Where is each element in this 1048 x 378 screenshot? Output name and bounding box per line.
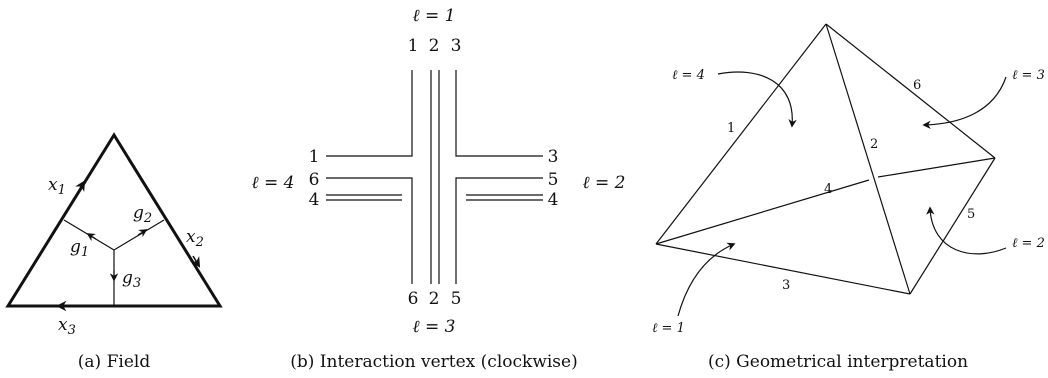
edge-3: [655, 243, 911, 295]
arrow-ell-3: [922, 76, 1007, 130]
panel-field: x1 x2 x3 g1 g2 g3 (a) Field: [5, 132, 223, 372]
panel-vertex: ℓ = 1 ℓ = 3 ℓ = 4 ℓ = 2 1 2 3 6 2 5 1 6 …: [252, 6, 626, 372]
label-x1: x1: [48, 175, 66, 198]
ell-bottom: ℓ = 3: [413, 317, 456, 337]
caption-b: (b) Interaction vertex (clockwise): [290, 352, 577, 372]
arrow-ell-4: [717, 71, 797, 128]
left-label-4: 4: [309, 190, 320, 210]
right-label-3: 3: [548, 147, 559, 167]
left-label-1: 1: [309, 147, 320, 167]
ell-top: ℓ = 1: [413, 6, 456, 26]
edge-4b: [877, 157, 996, 178]
top-label-2: 2: [429, 36, 440, 56]
panel-geometry: 1 2 3 4 5 6 ℓ = 4 ℓ = 3 ℓ = 2 ℓ = 1 (c) …: [652, 23, 1045, 372]
strand-1: [326, 70, 413, 157]
arrow-x1: [75, 180, 86, 193]
face-label-ell-3: ℓ = 3: [1012, 68, 1045, 83]
edge-label-3: 3: [782, 278, 790, 293]
ell-left: ℓ = 4: [252, 173, 295, 193]
arrow-g1: [86, 233, 97, 242]
ell-right: ℓ = 2: [583, 173, 626, 193]
top-label-1: 1: [408, 36, 419, 56]
right-label-4: 4: [548, 190, 559, 210]
face-label-ell-1: ℓ = 1: [652, 321, 685, 336]
arrow-ell-1: [677, 242, 736, 317]
caption-a: (a) Field: [78, 352, 151, 372]
edge-label-6: 6: [913, 78, 921, 93]
arrow-g2: [137, 229, 148, 238]
edge-label-4: 4: [824, 182, 832, 197]
caption-c: (c) Geometrical interpretation: [708, 352, 968, 372]
edge-4a: [655, 179, 870, 245]
face-label-ell-2: ℓ = 2: [1012, 236, 1045, 251]
arrow-ell-2: [926, 206, 1007, 255]
label-g3: g3: [122, 268, 141, 291]
edge-2: [825, 23, 911, 295]
strand-5: [455, 177, 543, 284]
edge-label-5: 5: [967, 207, 975, 222]
strand-6: [326, 177, 413, 284]
bottom-label-5: 5: [451, 289, 462, 309]
arrow-x2: [190, 255, 201, 268]
edge-5: [909, 157, 996, 295]
bottom-label-2: 2: [429, 289, 440, 309]
face-label-ell-4: ℓ = 4: [672, 68, 705, 83]
label-x2: x2: [186, 227, 204, 250]
label-x3: x3: [58, 315, 76, 338]
right-label-5: 5: [548, 170, 559, 190]
edge-label-2: 2: [870, 137, 878, 152]
bottom-label-6: 6: [408, 289, 419, 309]
edge-label-1: 1: [727, 121, 735, 136]
strand-3: [455, 70, 543, 157]
label-g2: g2: [133, 203, 152, 226]
edge-1: [655, 23, 827, 245]
left-label-6: 6: [309, 170, 320, 190]
edge-6: [825, 23, 996, 159]
top-label-3: 3: [451, 36, 462, 56]
label-g1: g1: [70, 237, 89, 260]
